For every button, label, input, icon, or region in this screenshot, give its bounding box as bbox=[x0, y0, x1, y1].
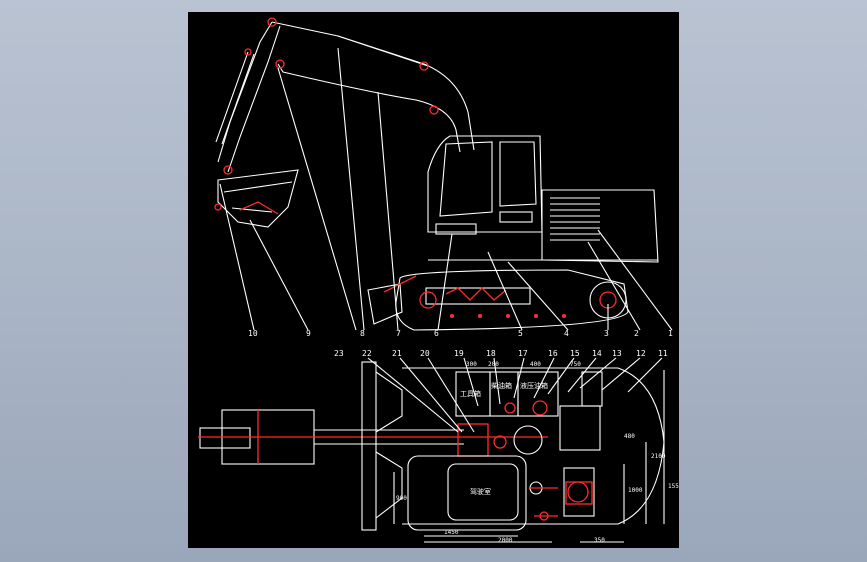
part-label-12: 12 bbox=[636, 349, 646, 358]
part-label-1: 1 bbox=[668, 329, 673, 338]
dim-750: 750 bbox=[570, 361, 581, 368]
dim-300: 300 bbox=[466, 361, 477, 368]
dozer-blade bbox=[367, 283, 403, 325]
side-leader-lines bbox=[219, 47, 673, 331]
arm-left-edge bbox=[217, 21, 273, 163]
dim-200: 200 bbox=[488, 361, 499, 368]
part-label-15: 15 bbox=[570, 349, 580, 358]
cab-window-side bbox=[499, 141, 537, 207]
part-label-9: 9 bbox=[306, 329, 311, 338]
part-label-10: 10 bbox=[248, 329, 258, 338]
engine-block bbox=[559, 405, 601, 451]
part-label-2: 2 bbox=[634, 329, 639, 338]
part-label-20: 20 bbox=[420, 349, 430, 358]
dim-900: 900 bbox=[396, 495, 407, 502]
idler-wheel bbox=[419, 291, 437, 309]
boom-lower-edge bbox=[277, 63, 461, 153]
cab-label: 驾驶室 bbox=[470, 487, 491, 496]
bucket-cylinder bbox=[215, 51, 249, 143]
part-label-22: 22 bbox=[362, 349, 372, 358]
part-label-16: 16 bbox=[548, 349, 558, 358]
hydraulic-tank bbox=[517, 371, 559, 417]
track bbox=[395, 269, 629, 331]
tool-box-label: 工具箱 bbox=[460, 389, 481, 398]
hydraulic-tank-label: 液压油箱 bbox=[520, 381, 548, 390]
engine-housing bbox=[541, 189, 659, 263]
dim-400: 400 bbox=[530, 361, 541, 368]
part-label-3: 3 bbox=[604, 329, 609, 338]
fuel-tank bbox=[489, 371, 519, 417]
track-spring bbox=[445, 287, 507, 301]
excavator-drawing: 1 2 3 4 5 6 7 8 9 10 工具箱 柴油箱 液压油箱 bbox=[198, 17, 679, 544]
excavator-top-view: 工具箱 柴油箱 液压油箱 驾驶室 bbox=[198, 357, 679, 544]
part-label-23: 23 bbox=[334, 349, 344, 358]
dim-2100: 2100 bbox=[651, 453, 666, 460]
engine-grille bbox=[550, 197, 600, 241]
side-part-labels: 1 2 3 4 5 6 7 8 9 10 bbox=[248, 329, 673, 338]
part-label-11: 11 bbox=[658, 349, 668, 358]
part-label-5: 5 bbox=[518, 329, 523, 338]
cab bbox=[427, 135, 543, 233]
pin-boom-top bbox=[267, 17, 277, 27]
swing-bearing bbox=[513, 425, 543, 455]
cad-drawing-viewport[interactable]: 1 2 3 4 5 6 7 8 9 10 工具箱 柴油箱 液压油箱 bbox=[188, 12, 679, 548]
dimension-lines bbox=[393, 370, 665, 543]
cab-top bbox=[407, 455, 527, 531]
part-label-19: 19 bbox=[454, 349, 464, 358]
dim-480: 480 bbox=[624, 433, 635, 440]
part-label-18: 18 bbox=[486, 349, 496, 358]
dim-1550: 1550 bbox=[668, 483, 679, 490]
part-label-6: 6 bbox=[434, 329, 439, 338]
dim-1450: 1450 bbox=[444, 529, 459, 536]
top-leader-lines bbox=[367, 357, 663, 433]
top-part-labels: 11 12 13 14 15 16 17 18 19 20 21 22 23 bbox=[334, 349, 668, 358]
cab-window-front bbox=[439, 141, 493, 217]
dim-2000: 2000 bbox=[498, 537, 513, 544]
bucket bbox=[217, 169, 299, 228]
part-label-8: 8 bbox=[360, 329, 365, 338]
upper-frame bbox=[402, 367, 665, 525]
dim-1000: 1000 bbox=[628, 487, 643, 494]
boom-cylinder bbox=[337, 35, 429, 67]
dozer-blade-top bbox=[361, 361, 377, 531]
arm-right-edge bbox=[227, 25, 281, 173]
fuel-tank-label: 柴油箱 bbox=[491, 381, 512, 390]
part-label-17: 17 bbox=[518, 349, 528, 358]
part-label-13: 13 bbox=[612, 349, 622, 358]
part-label-21: 21 bbox=[392, 349, 402, 358]
part-label-4: 4 bbox=[564, 329, 569, 338]
boom-upper-edge bbox=[271, 21, 475, 151]
dim-350: 350 bbox=[594, 537, 605, 544]
part-label-7: 7 bbox=[396, 329, 401, 338]
part-label-14: 14 bbox=[592, 349, 602, 358]
excavator-side-view bbox=[214, 17, 673, 331]
